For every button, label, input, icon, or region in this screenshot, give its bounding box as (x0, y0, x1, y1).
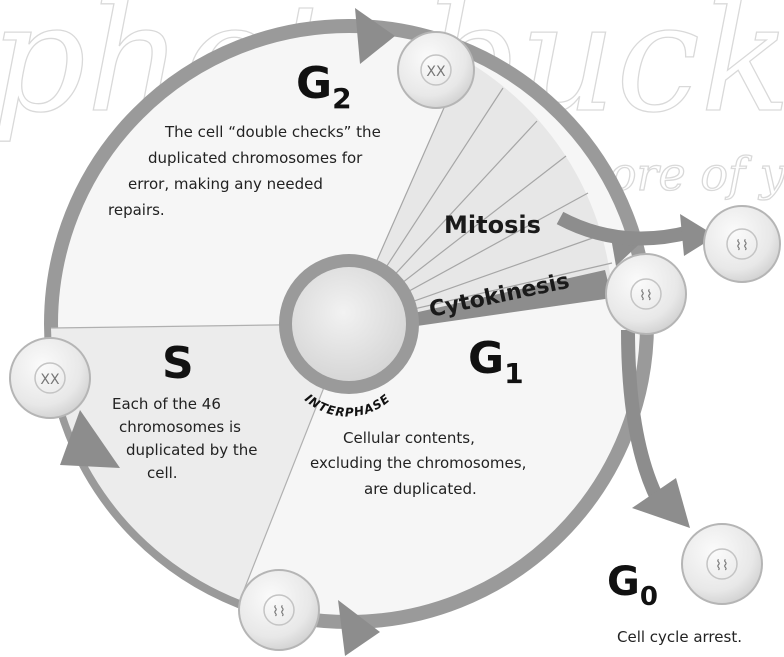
cell-g1: ⌇⌇ (238, 569, 320, 651)
s-description: Each of the 46 chromosomes is duplicated… (112, 395, 262, 482)
arrow-g0-head (632, 478, 690, 528)
svg-text:XX: XX (40, 372, 60, 388)
svg-text:⌇⌇: ⌇⌇ (272, 604, 286, 620)
cell-g2: XX (397, 31, 475, 109)
arrow-to-s (60, 410, 120, 468)
s-phase-sector (51, 324, 349, 600)
cell-s: XX (9, 337, 91, 419)
g0-label: G0 (607, 559, 658, 612)
cell-mitosis-daughter-a: ⌇⌇ (605, 253, 687, 335)
arrow-division-head (680, 214, 716, 256)
arrow-g0-shaft (621, 329, 665, 504)
cell-g0: ⌇⌇ (681, 523, 763, 605)
mitosis-wedge (349, 60, 612, 324)
cell-mitosis-daughter-b: ⌇⌇ (703, 205, 781, 283)
arrow-to-g2 (355, 8, 395, 64)
g2-label: G2 (296, 58, 352, 115)
g0-description: Cell cycle arrest. (617, 628, 742, 646)
arrow-division-shaft (556, 211, 692, 246)
svg-text:⌇⌇: ⌇⌇ (735, 238, 749, 254)
svg-text:⌇⌇: ⌇⌇ (715, 558, 729, 574)
g2-description: The cell “double checks” the duplicated … (108, 123, 386, 219)
svg-text:XX: XX (426, 64, 446, 80)
g1-description: Cellular contents, excluding the chromos… (310, 429, 531, 498)
interphase-hub (292, 267, 406, 381)
svg-text:⌇⌇: ⌇⌇ (639, 288, 653, 304)
s-label: S (162, 338, 194, 389)
arrow-to-g1 (338, 600, 380, 656)
cytokinesis-band (405, 270, 612, 327)
mitosis-label: Mitosis (444, 211, 541, 239)
g1-label: G1 (468, 333, 524, 390)
